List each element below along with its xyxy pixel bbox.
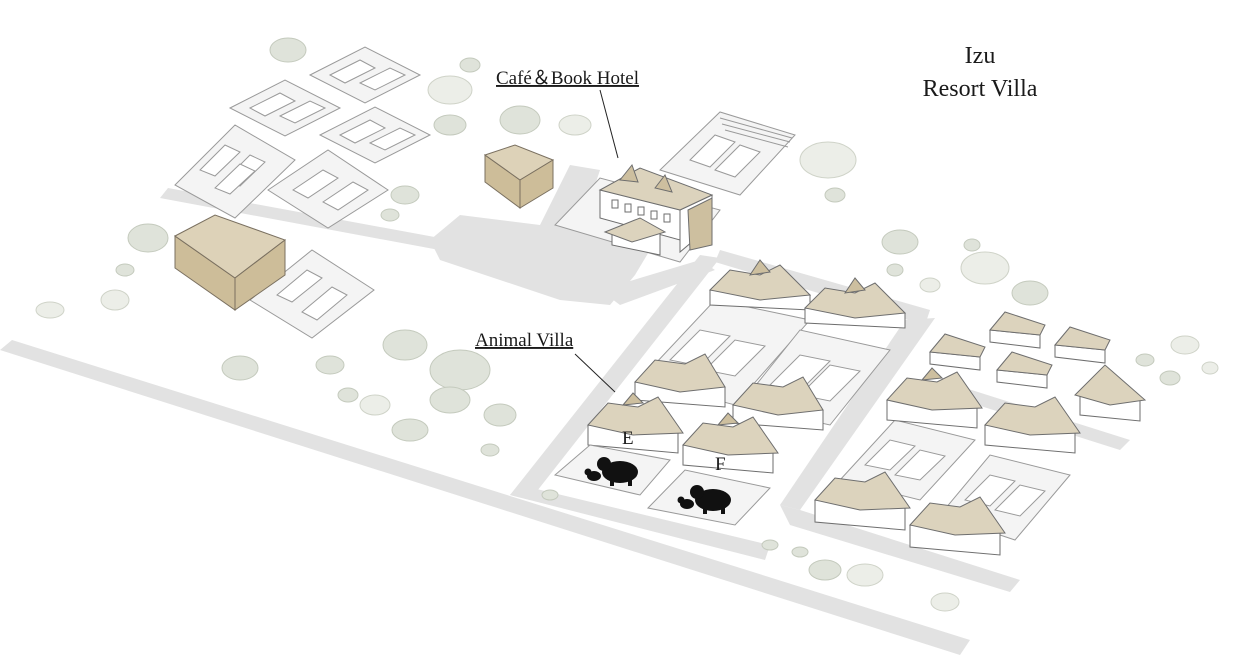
lot-block-northeast [659, 111, 796, 196]
villa-f-label: F [715, 454, 726, 475]
villa-road-east [780, 505, 1020, 592]
villa-block-east [814, 367, 1081, 556]
storage-shed [483, 144, 555, 209]
main-road [0, 340, 970, 655]
animal-villa-leader-line [574, 353, 616, 393]
animal-villa-label: Animal Villa [475, 330, 574, 351]
hotel-leader-line [599, 89, 619, 159]
capybara-family-icon [677, 485, 731, 514]
capybara-family-icon [584, 457, 638, 486]
plaza-connector [600, 260, 715, 305]
cabins-east [929, 311, 1147, 422]
hotel-label: Café＆Book Hotel [496, 68, 639, 89]
roads [0, 165, 1130, 655]
villa-road-south [510, 485, 770, 560]
villa-road-west [510, 255, 720, 500]
lot-blocks-northwest [174, 46, 432, 339]
map-title-line2: Resort Villa [923, 76, 1038, 102]
barn-large [174, 214, 287, 311]
villa-e-label: E [622, 428, 634, 449]
villa-road-middle [780, 318, 935, 510]
cafe-book-hotel-building [554, 163, 721, 263]
trees [35, 37, 1219, 612]
map-title-line1: Izu [965, 43, 996, 69]
hotel-plaza [430, 165, 650, 305]
